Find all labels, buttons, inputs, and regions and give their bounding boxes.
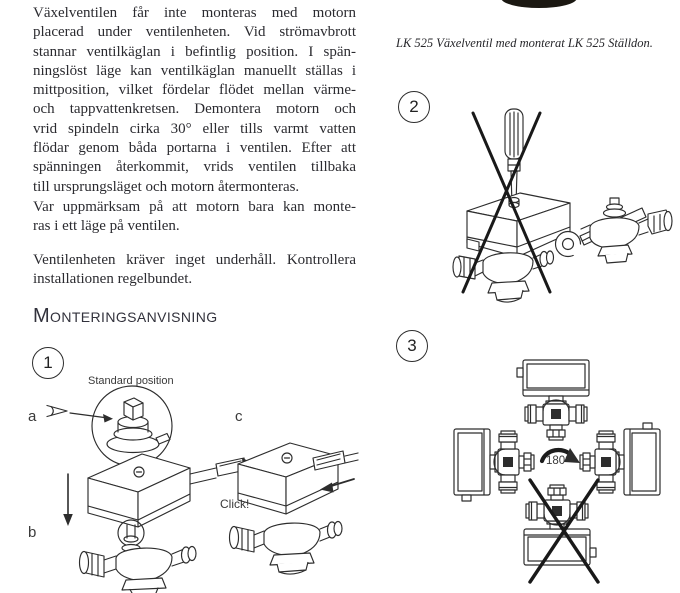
text-line: Ventilenheten kräver inget underhåll. Ko… (33, 252, 356, 268)
valve-assembly-right (579, 422, 661, 496)
figure-2-illustration (452, 108, 673, 303)
step-c-label: c (235, 408, 243, 425)
push-arrow (320, 478, 355, 493)
text-line: vrid spindeln cirka 30° eller tills varm… (33, 120, 356, 137)
eye-icon (46, 404, 68, 418)
paragraph-1: Växelventilen får inte monteras med moto… (33, 4, 356, 197)
text-line: stannar ventilkäglan i befintlig positio… (33, 43, 356, 60)
figure-2-number: 2 (398, 91, 430, 123)
cable-plug-icon (312, 450, 359, 471)
step-b-label: b (28, 524, 37, 541)
valve-assembly-left (453, 428, 535, 502)
valve-drawing-b (78, 543, 197, 593)
spindle-highlight-circle (117, 519, 145, 547)
valve-drawing-c (228, 520, 343, 575)
text-line: Växelventilen får inte monteras med moto… (33, 5, 356, 21)
paragraph-2: Var uppmärksam på att motorn bara kan mo… (33, 198, 356, 237)
text-line: installationen regelbundet. (33, 271, 193, 288)
standard-position-magnifier (91, 385, 173, 467)
sight-arrow (69, 412, 113, 423)
actuator-drawing-c (237, 442, 339, 515)
figure-1-illustration (46, 385, 359, 593)
text-line: placerad under ventilenheten. Vid ströma… (33, 24, 356, 41)
text-line: flödar genom båda portarna i ventilen. E… (33, 140, 356, 157)
text-line: Var uppmärksam på att motorn bara kan mo… (33, 199, 356, 215)
text-line: mittposition, vilket fördelar flödet mel… (33, 82, 356, 99)
valve-with-wrench-drawing (580, 197, 673, 264)
section-heading: Monteringsanvisning (33, 305, 218, 327)
figure-3-number: 3 (396, 330, 428, 362)
down-arrow (63, 473, 73, 526)
text-line: till ursprungsläget och motorn återmonte… (33, 178, 300, 195)
rotation-degrees-label: 180° (546, 455, 570, 467)
prohibition-cross-icon (528, 478, 600, 584)
text-line: ras i ett läge på ventilen. (33, 218, 180, 235)
rotation-arrow (539, 447, 580, 464)
text-line: och tappvattenkretsen. Demontera motorn … (33, 101, 356, 118)
valve-assembly-top (516, 359, 590, 441)
view-a-label: a (28, 408, 37, 425)
figure-3-illustration (453, 359, 661, 584)
actuator-drawing (466, 192, 571, 258)
text-line: spänningen återkommit, vrids ventilen ti… (33, 159, 356, 176)
standard-position-label: Standard position (88, 375, 174, 387)
figure-1-number: 1 (32, 347, 64, 379)
product-photo-cropped (501, 0, 577, 8)
text-line: ningslöst läge kan ventilkäglan manuellt… (33, 62, 356, 79)
click-label: Click! (220, 497, 250, 511)
paragraph-3: Ventilenheten kräver inget underhåll. Ko… (33, 251, 356, 290)
actuator-drawing-b (87, 453, 191, 528)
prohibition-cross-icon (461, 111, 552, 294)
figure-caption: LK 525 Växelventil med monterat LK 525 S… (396, 36, 653, 50)
